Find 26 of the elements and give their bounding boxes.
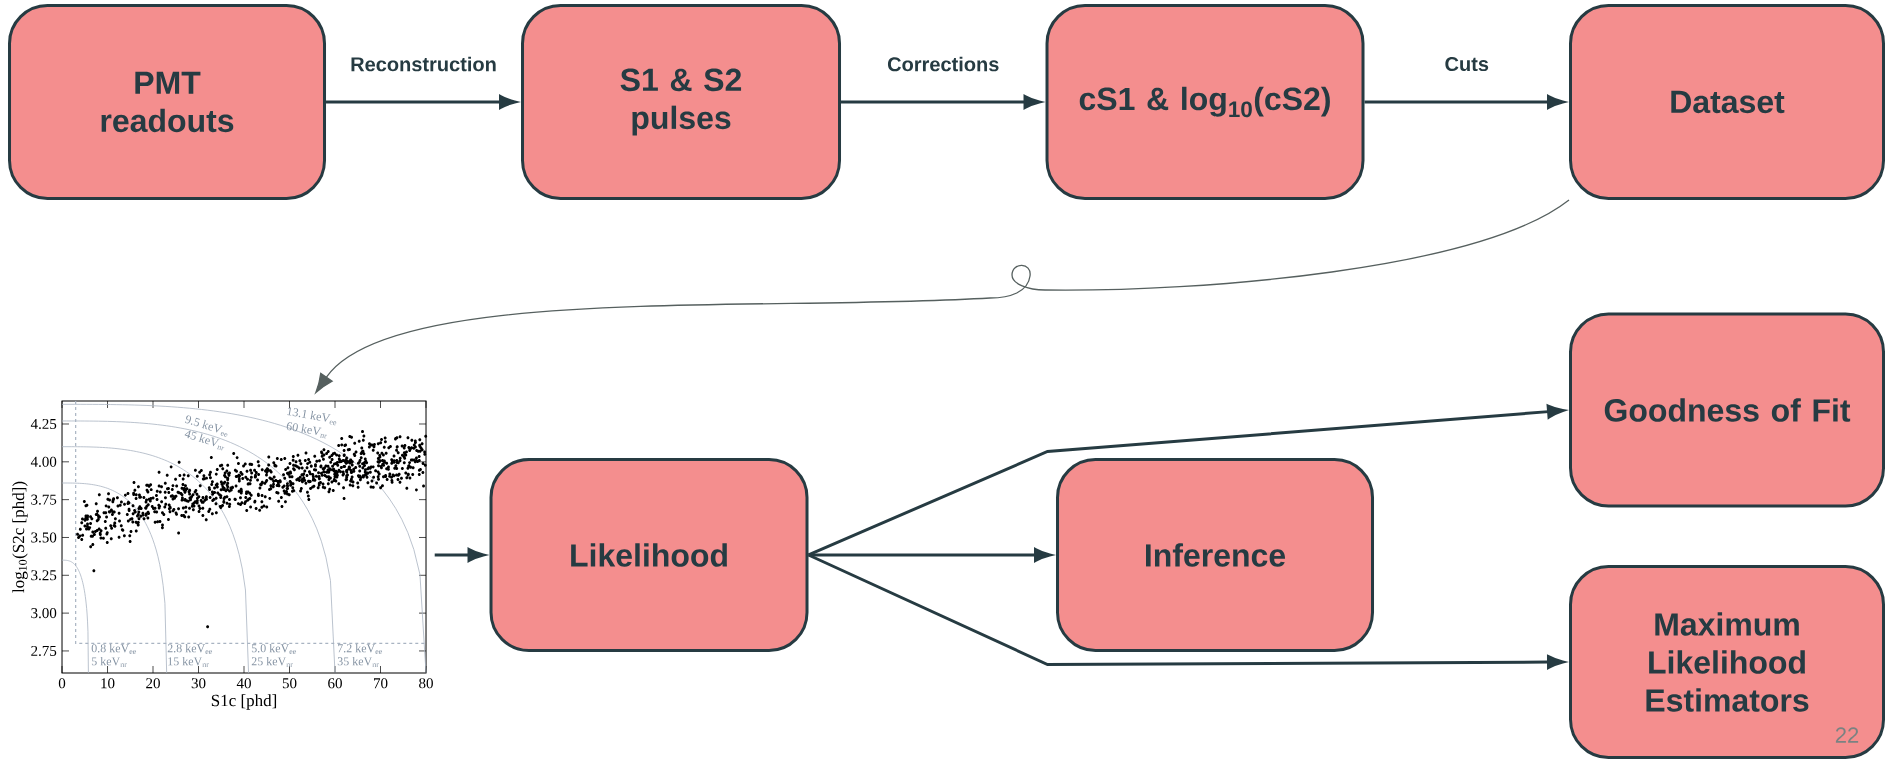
edge-label: Reconstruction bbox=[351, 56, 496, 72]
scatter-plot-drawing bbox=[61, 400, 428, 674]
curve-label: 5.0 keV$_{ee}$ bbox=[251, 643, 297, 655]
edge-label: Corrections bbox=[887, 56, 999, 72]
process-box: Goodness of Fit bbox=[1569, 312, 1885, 508]
process-box: Inference bbox=[1056, 458, 1374, 652]
process-box: cS1 & log$_{10}$(cS2) bbox=[1045, 4, 1365, 200]
process-box: S1 & S2 pulses bbox=[521, 4, 841, 200]
process-box: PMT readouts bbox=[8, 4, 326, 200]
curve-label: 7.2 keV$_{ee}$ bbox=[338, 643, 383, 655]
edge-label: Cuts bbox=[1445, 56, 1489, 72]
curve-label: 5 keV$_{nr}$ bbox=[91, 656, 127, 668]
tick-label: 0 bbox=[58, 678, 66, 689]
curve-label: 60 keV$_{nr}$ bbox=[286, 422, 327, 439]
curve-label: 2.8 keV$_{ee}$ bbox=[167, 643, 213, 655]
axis-title: log$_{10}$(S2c [phd]) bbox=[12, 481, 28, 593]
curve-label: 0.8 keV$_{ee}$ bbox=[91, 643, 137, 655]
axis-title: S1c [phd] bbox=[211, 694, 277, 710]
curve-label: 25 keV$_{nr}$ bbox=[251, 656, 293, 668]
curve-label: 35 keV$_{nr}$ bbox=[337, 656, 379, 668]
tick-label: 80 bbox=[419, 678, 433, 689]
curve-label: 15 keV$_{nr}$ bbox=[168, 656, 209, 668]
page-number: 22 bbox=[1835, 727, 1859, 743]
process-box: Likelihood bbox=[489, 458, 809, 652]
arrow bbox=[315, 199, 1570, 394]
process-box: Dataset bbox=[1569, 4, 1885, 200]
